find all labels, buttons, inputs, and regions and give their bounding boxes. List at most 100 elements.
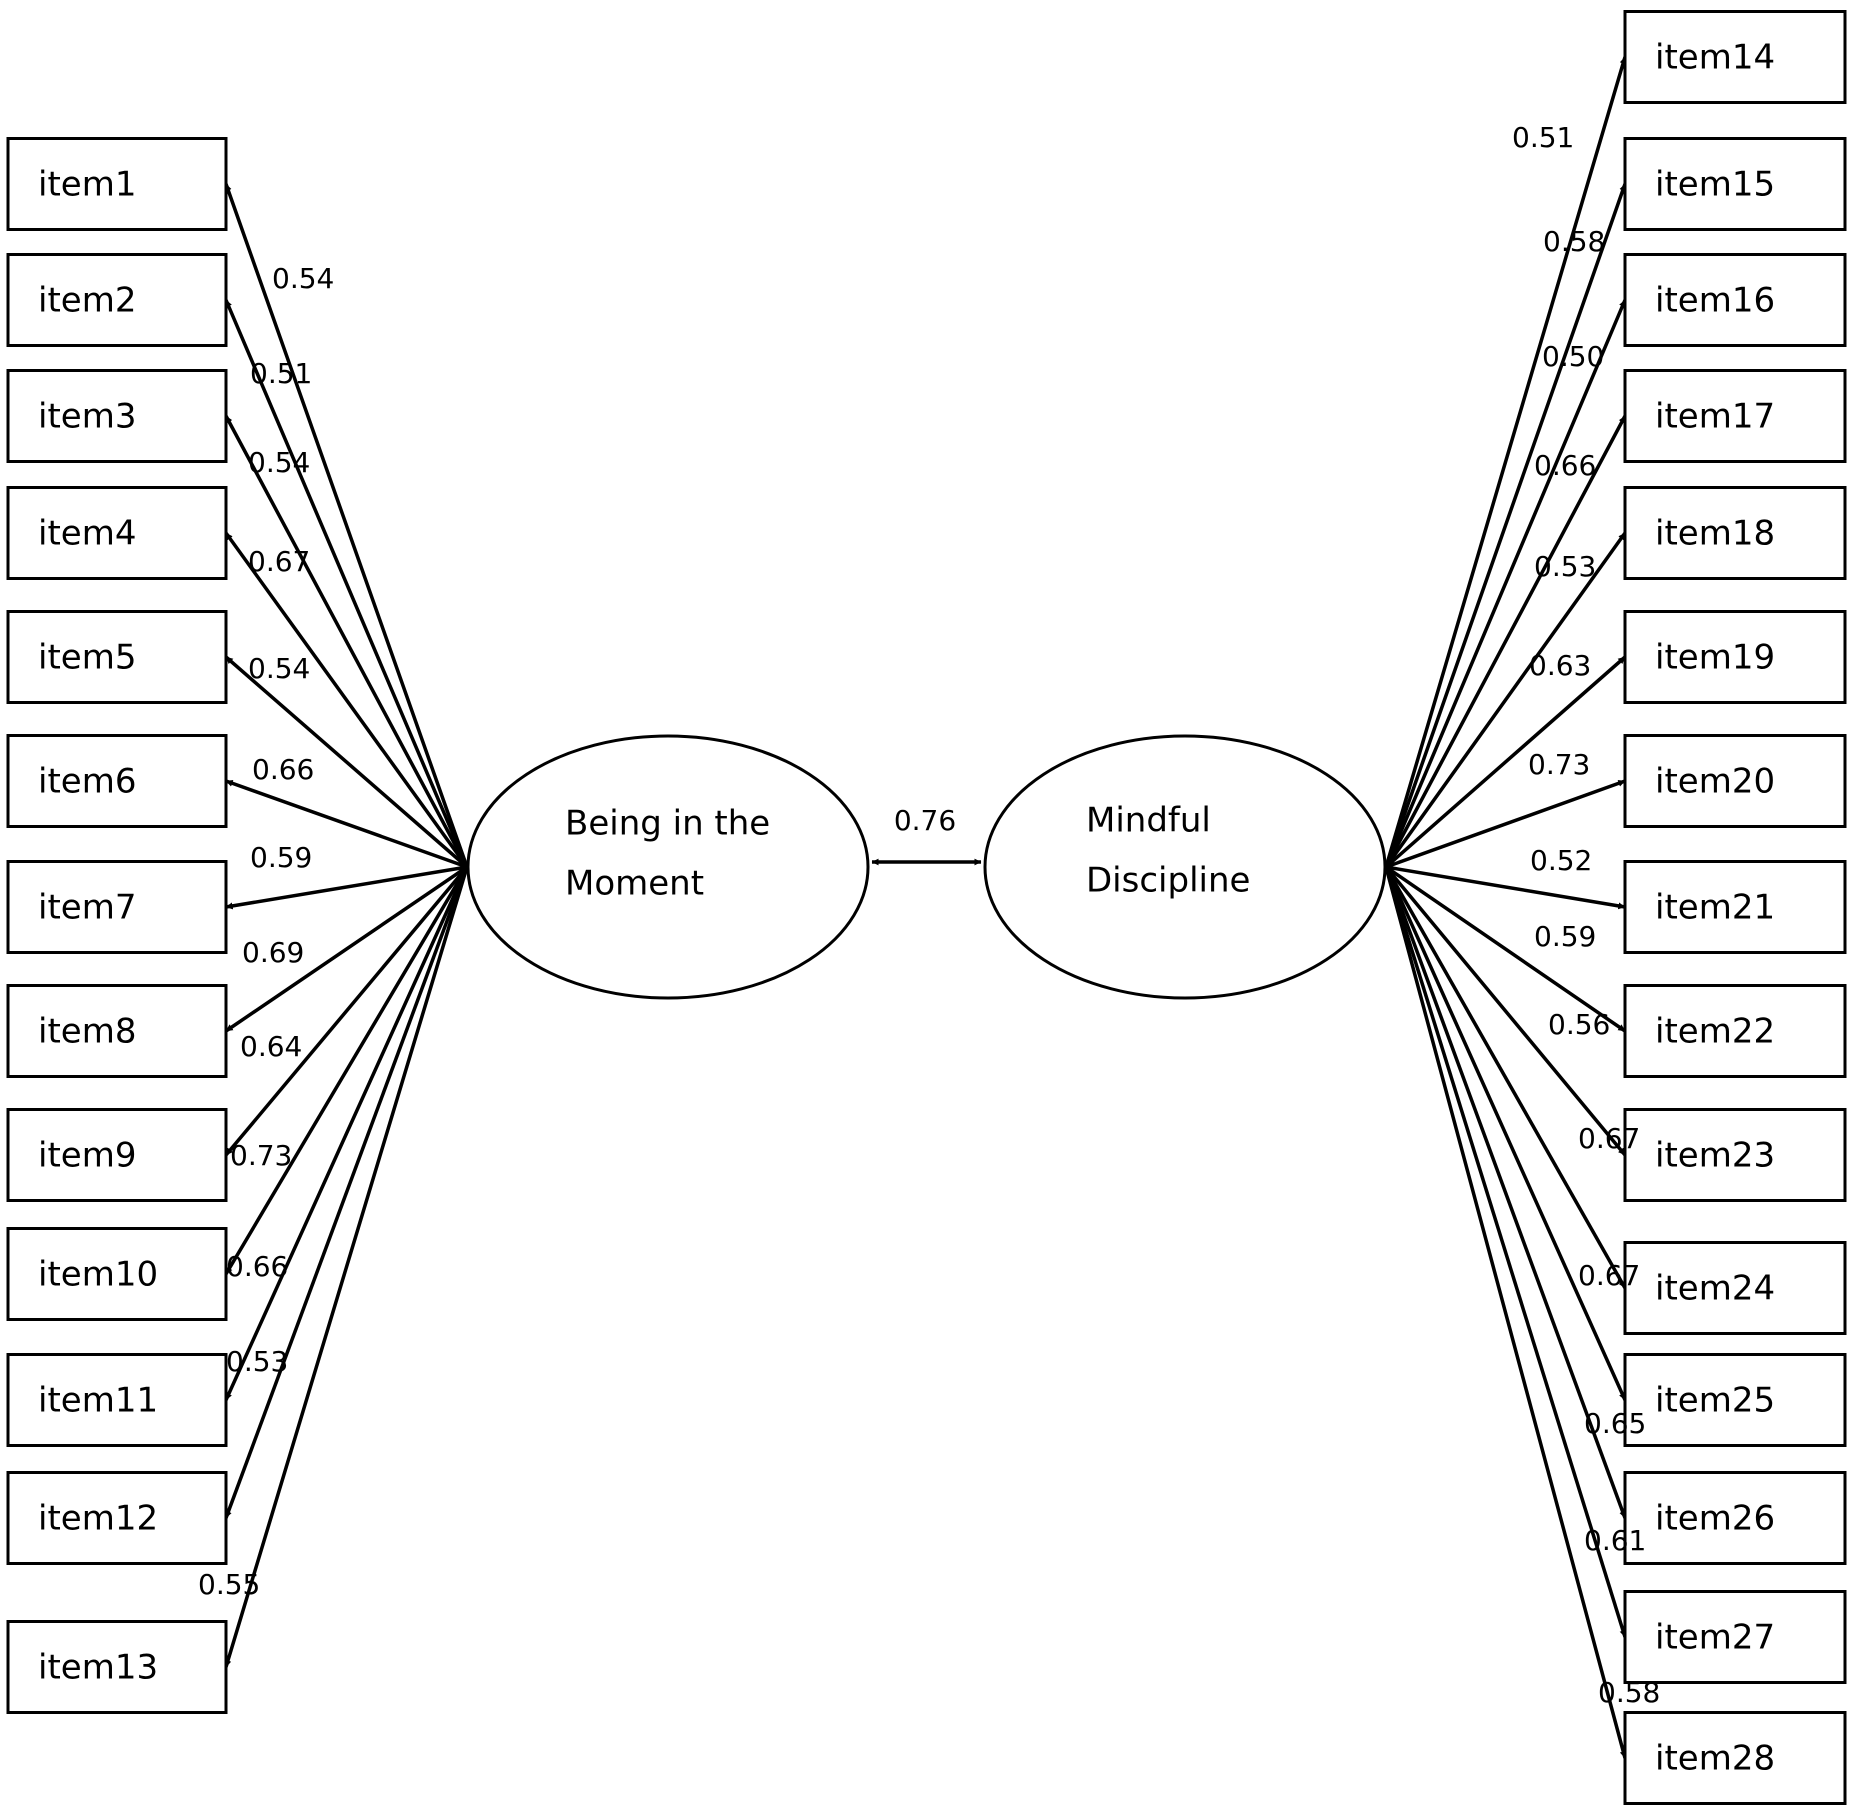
item-label-item10: item10: [38, 1255, 158, 1295]
item-label-item26: item26: [1655, 1499, 1775, 1539]
loading-arrow-item10: [224, 866, 469, 1275]
item-box-item13: [6, 1620, 228, 1714]
loading-value-item9: 0.64: [240, 1030, 302, 1063]
item-box-item1: [6, 137, 228, 231]
factor-label-F1-line1: Being in the: [565, 804, 770, 844]
item-box-item21: [1623, 860, 1847, 954]
item-box-item5: [6, 610, 228, 704]
loading-value-item7: 0.59: [250, 841, 312, 874]
loading-value-item15: 0.58: [1543, 225, 1605, 258]
item-box-item22: [1623, 984, 1847, 1078]
item-label-item16: item16: [1655, 281, 1775, 321]
loading-arrow-item27: [1384, 866, 1627, 1638]
loading-value-item27: 0.61: [1584, 1524, 1646, 1557]
loading-arrow-item19: [1384, 655, 1627, 869]
loading-value-item6: 0.66: [252, 753, 314, 786]
item-box-item3: [6, 369, 228, 463]
item-box-item19: [1623, 610, 1847, 704]
loading-value-item10: 0.73: [230, 1139, 292, 1172]
loading-arrow-item14: [1384, 56, 1627, 868]
item-label-item15: item15: [1655, 165, 1775, 205]
item-box-item23: [1623, 1108, 1847, 1202]
item-label-item14: item14: [1655, 38, 1775, 78]
loading-value-item17: 0.66: [1534, 449, 1596, 482]
loading-arrow-item17: [1384, 415, 1627, 868]
loading-value-item26: 0.65: [1584, 1407, 1646, 1440]
item-label-item4: item4: [38, 514, 136, 554]
loading-arrow-item21: [1385, 865, 1626, 910]
factor-ellipse-F2: [983, 734, 1387, 1000]
item-box-item16: [1623, 253, 1847, 347]
loading-value-item20: 0.73: [1528, 748, 1590, 781]
item-label-item22: item22: [1655, 1012, 1775, 1052]
factor-label-F1-line2: Moment: [565, 864, 704, 904]
item-box-item15: [1623, 137, 1847, 231]
item-label-item2: item2: [38, 281, 136, 321]
loading-arrow-item6: [225, 779, 468, 869]
loading-arrow-item16: [1384, 299, 1627, 868]
item-label-item11: item11: [38, 1381, 158, 1421]
item-box-item27: [1623, 1590, 1847, 1684]
factor-ellipse-F1: [466, 734, 870, 1000]
loading-value-item21: 0.52: [1530, 844, 1592, 877]
factor-label-F2-line1: Mindful: [1086, 801, 1211, 841]
loading-arrow-item24: [1384, 866, 1627, 1289]
loading-value-item18: 0.53: [1534, 550, 1596, 583]
loading-arrow-item15: [1384, 183, 1627, 868]
loading-arrow-item12: [224, 866, 469, 1519]
item-label-item1: item1: [38, 165, 136, 205]
loading-value-item11: 0.66: [226, 1250, 288, 1283]
loading-value-item1: 0.54: [272, 262, 334, 295]
item-box-item4: [6, 486, 228, 580]
item-label-item20: item20: [1655, 762, 1775, 802]
item-box-item28: [1623, 1711, 1847, 1805]
item-label-item17: item17: [1655, 397, 1775, 437]
item-box-item9: [6, 1108, 228, 1202]
loading-value-item28: 0.58: [1598, 1676, 1660, 1709]
loading-arrow-item1: [224, 183, 469, 868]
loading-value-item23: 0.56: [1548, 1008, 1610, 1041]
loading-arrow-item25: [1384, 866, 1627, 1401]
correlation-value: 0.76: [894, 804, 956, 837]
loading-arrow-item8: [225, 865, 468, 1033]
loading-value-item13: 0.55: [198, 1568, 260, 1601]
loading-arrow-item13: [224, 866, 469, 1668]
loading-arrow-item18: [1384, 531, 1627, 869]
loading-value-item19: 0.63: [1529, 649, 1591, 682]
item-box-item7: [6, 860, 228, 954]
item-box-item8: [6, 984, 228, 1078]
item-label-item25: item25: [1655, 1381, 1775, 1421]
item-box-item14: [1623, 10, 1847, 104]
loading-value-item22: 0.59: [1534, 920, 1596, 953]
loading-arrow-item7: [225, 865, 468, 910]
item-box-item24: [1623, 1241, 1847, 1335]
loading-value-item16: 0.50: [1542, 340, 1604, 373]
loading-arrow-item20: [1385, 779, 1626, 869]
loading-arrow-item26: [1384, 866, 1627, 1519]
loading-value-item24: 0.67: [1578, 1122, 1640, 1155]
loading-labels: 0.540.510.540.670.540.660.590.690.640.73…: [198, 121, 1660, 1709]
item-box-item11: [6, 1353, 228, 1447]
loading-arrow-item22: [1385, 865, 1626, 1033]
loading-arrow-item4: [224, 531, 469, 869]
item-box-item10: [6, 1227, 228, 1321]
loading-value-item25: 0.67: [1578, 1259, 1640, 1292]
loading-arrow-item9: [224, 865, 469, 1157]
item-box-item17: [1623, 369, 1847, 463]
loading-arrow-item3: [224, 415, 469, 868]
item-label-item6: item6: [38, 762, 136, 802]
item-label-item21: item21: [1655, 888, 1775, 928]
item-label-item23: item23: [1655, 1136, 1775, 1176]
factor-label-F2-line2: Discipline: [1086, 861, 1250, 901]
item-label-item3: item3: [38, 397, 136, 437]
item-label-item8: item8: [38, 1012, 136, 1052]
item-label-item24: item24: [1655, 1269, 1775, 1309]
item-box-item18: [1623, 486, 1847, 580]
item-label-item18: item18: [1655, 514, 1775, 554]
item-box-item6: [6, 734, 228, 828]
loading-paths: [224, 56, 1627, 1759]
loading-value-item4: 0.67: [248, 545, 310, 578]
loading-value-item2: 0.51: [250, 357, 312, 390]
